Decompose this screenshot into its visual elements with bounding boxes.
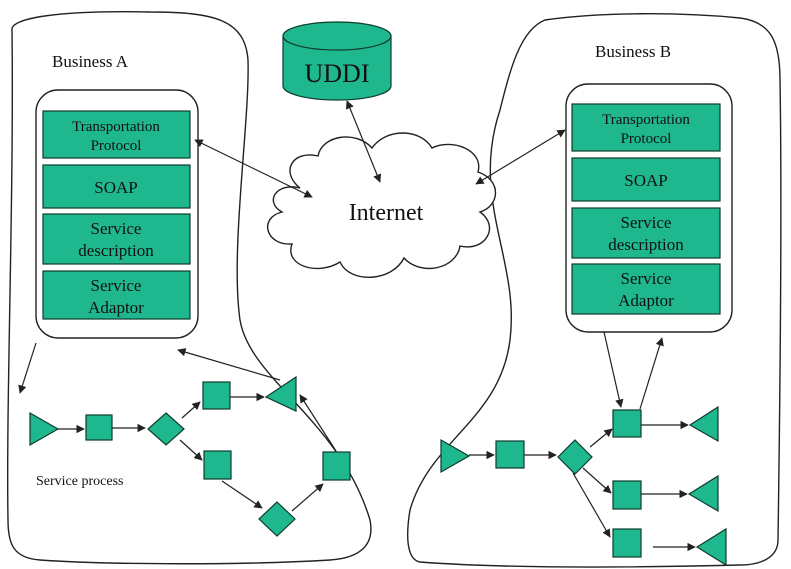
business-b-transportation-protocol (571, 103, 721, 152)
process-a-task-2 (202, 381, 231, 410)
business-b-soap (571, 157, 721, 202)
svg-text:Service: Service (91, 276, 142, 295)
service-process-label: Service process (36, 474, 123, 489)
business-a-title: Business A (52, 52, 129, 71)
business-a-stack: Transportation Protocol SOAP Service des… (42, 110, 191, 320)
arrow-b-to-internet (475, 129, 566, 185)
svg-text:Service: Service (621, 269, 672, 288)
process-a-start-triangle (29, 411, 60, 447)
uddi-label: UDDI (305, 59, 370, 88)
process-b-start-triangle (440, 438, 471, 474)
process-b-end-triangle-3 (695, 527, 727, 567)
process-a-decision-1 (147, 412, 185, 446)
process-b-task-1 (495, 440, 525, 469)
internet-cloud-icon: Internet (267, 132, 496, 278)
business-b-title: Business B (595, 42, 671, 61)
business-b-service-description (571, 207, 721, 259)
process-a-decision-2 (258, 501, 296, 537)
business-b-region (407, 13, 782, 568)
svg-text:description: description (608, 235, 684, 254)
business-a-soap (42, 164, 191, 209)
svg-text:Service: Service (621, 213, 672, 232)
business-a-process: Service process (18, 342, 351, 537)
business-a-service-adaptor (42, 270, 191, 320)
business-a-region (6, 11, 372, 565)
internet-label: Internet (349, 200, 424, 226)
svg-text:SOAP: SOAP (94, 178, 137, 197)
process-b-task-4 (612, 528, 642, 558)
business-a-transportation-protocol (42, 110, 191, 159)
svg-text:Transportation: Transportation (602, 112, 690, 128)
svg-text:Protocol: Protocol (621, 131, 672, 147)
process-b-end-triangle-2 (687, 474, 719, 513)
process-b-task-2 (612, 409, 642, 438)
process-b-end-triangle-1 (688, 405, 719, 443)
svg-text:Service: Service (91, 219, 142, 238)
business-b-stack: Transportation Protocol SOAP Service des… (571, 103, 721, 315)
business-b-service-adaptor (571, 263, 721, 315)
svg-text:description: description (78, 241, 154, 260)
business-a-service-description (42, 213, 191, 265)
arrow-uddi-to-internet (345, 100, 382, 183)
svg-text:Adaptor: Adaptor (88, 298, 144, 317)
svg-text:Protocol: Protocol (91, 138, 142, 154)
process-a-end-triangle (264, 375, 297, 412)
svg-text:Adaptor: Adaptor (618, 291, 674, 310)
process-a-task-3 (203, 450, 232, 480)
process-a-task-1 (85, 414, 113, 441)
business-b-process (440, 331, 727, 567)
uddi-database-icon: UDDI (282, 21, 392, 101)
process-a-task-4 (322, 451, 351, 481)
process-b-decision (557, 439, 593, 475)
svg-text:Transportation: Transportation (72, 119, 160, 135)
svg-text:SOAP: SOAP (624, 171, 667, 190)
process-b-task-3 (612, 480, 642, 510)
arrow-a-to-internet (194, 139, 313, 198)
